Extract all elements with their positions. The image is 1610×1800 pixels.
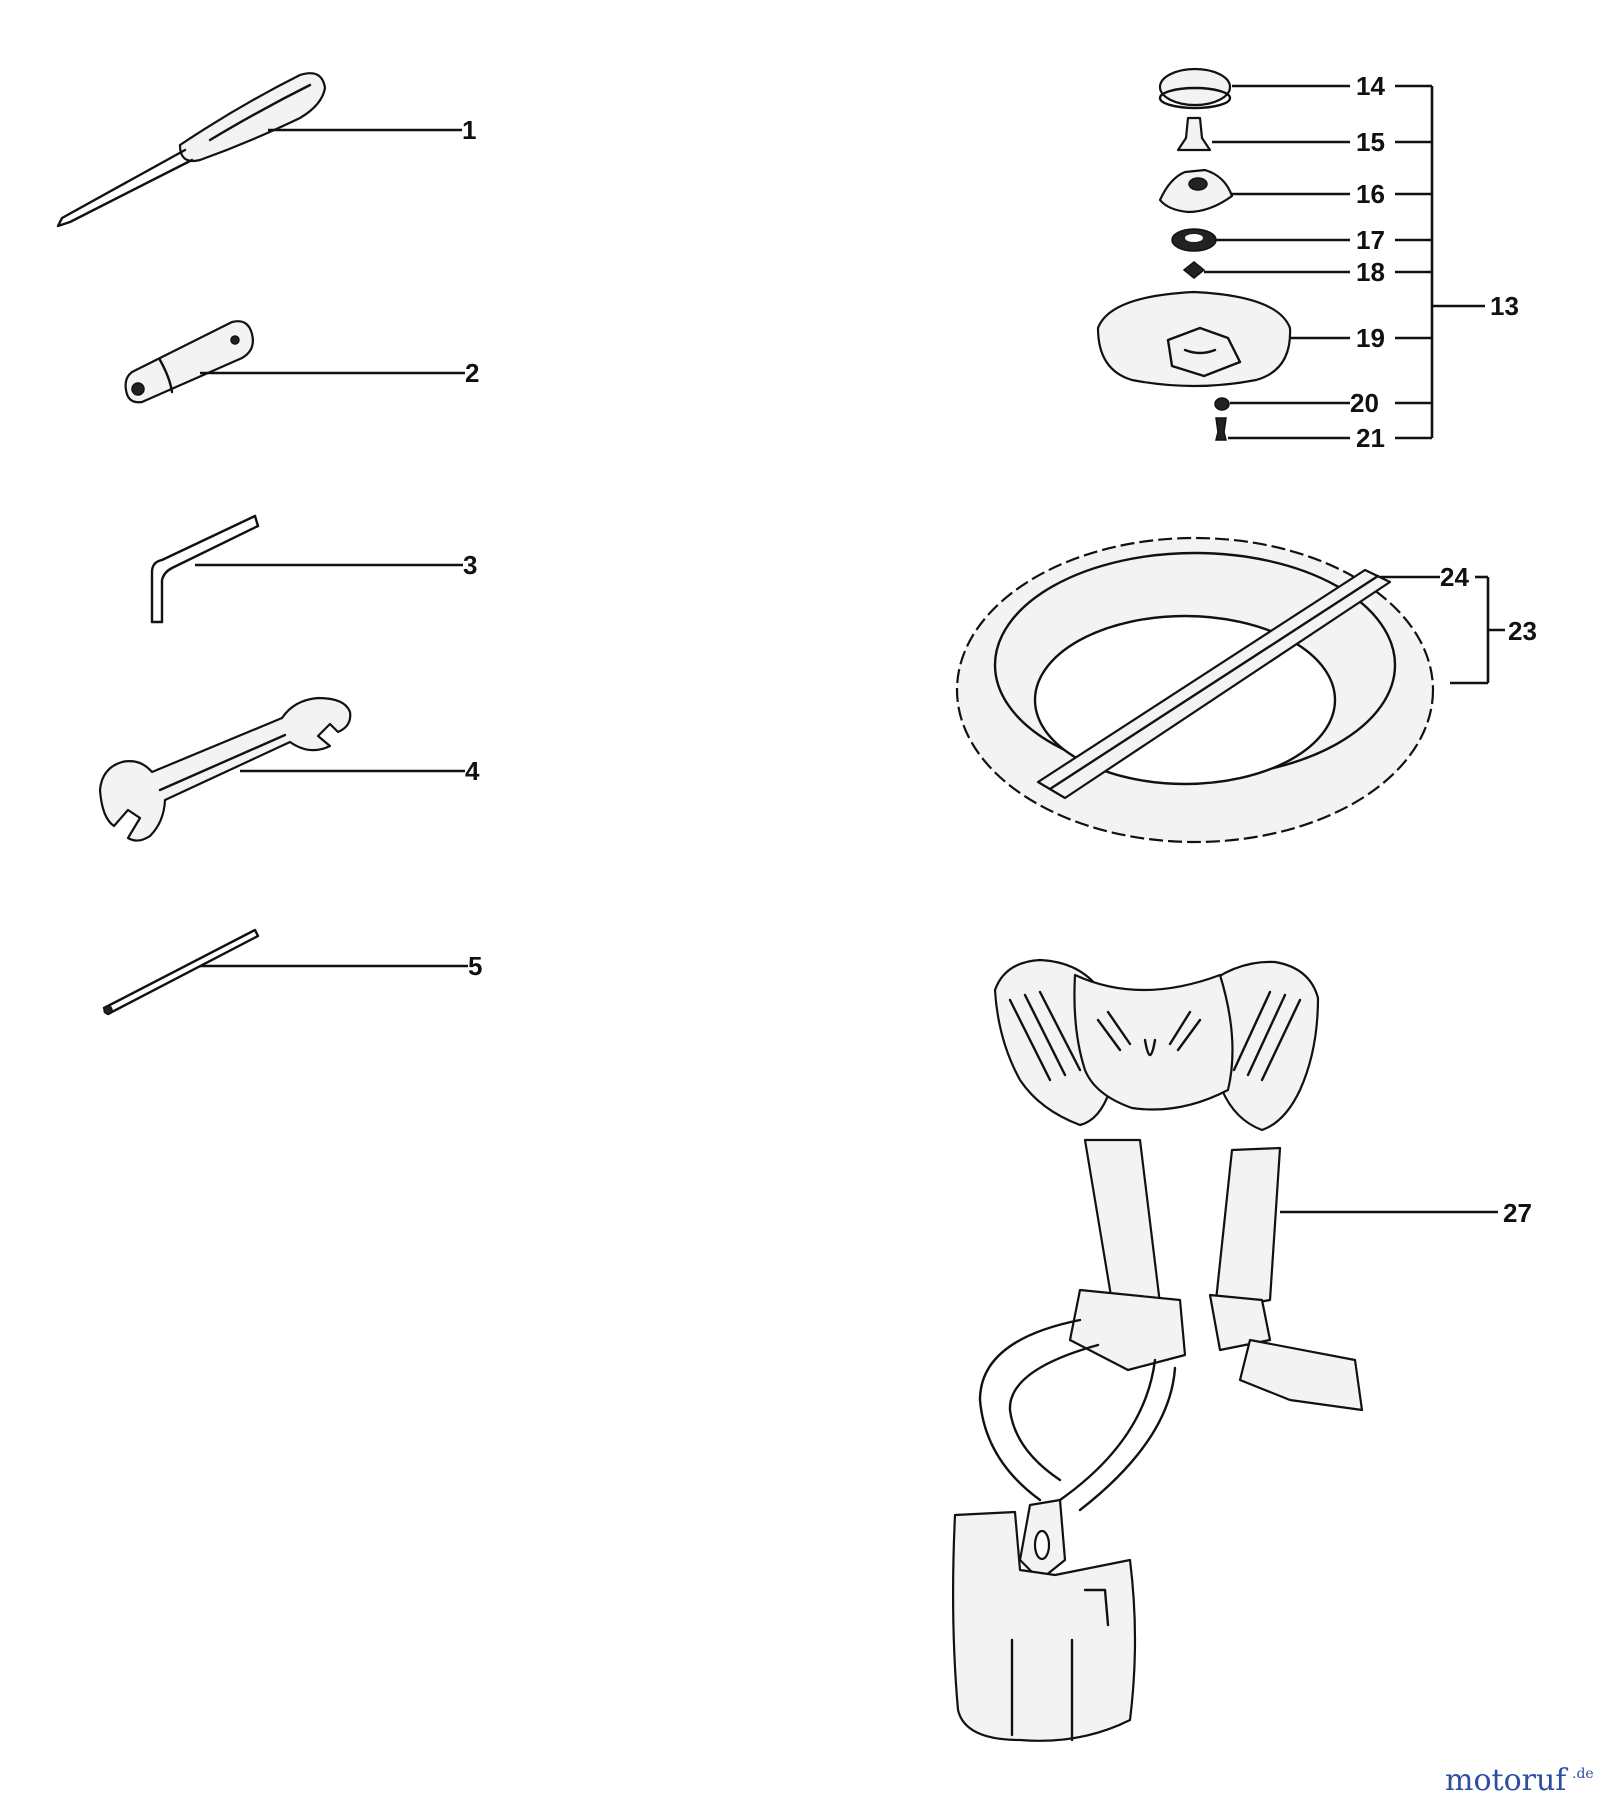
rod-part-5	[102, 928, 260, 1016]
label-3: 3	[463, 550, 477, 580]
label-1: 1	[462, 115, 476, 145]
label-17: 17	[1356, 225, 1385, 255]
harness-part-27	[951, 958, 1364, 1742]
flange-part-16	[1158, 168, 1234, 214]
open-end-wrench-part-4	[98, 696, 352, 842]
label-4: 4	[465, 756, 480, 786]
label-27: 27	[1503, 1198, 1532, 1228]
label-16: 16	[1356, 179, 1385, 209]
watermark-brand: motoruf	[1445, 1763, 1568, 1798]
spacer-part-18	[1182, 261, 1206, 279]
label-15: 15	[1356, 127, 1385, 157]
label-14: 14	[1356, 71, 1385, 101]
label-5: 5	[468, 951, 482, 981]
label-24: 24	[1440, 562, 1469, 592]
label-21: 21	[1356, 423, 1385, 453]
motoruf-watermark: motoruf .de	[1445, 1763, 1594, 1798]
blade-disc-part-19	[1096, 290, 1292, 388]
label-18: 18	[1356, 257, 1385, 287]
nut-part-20	[1214, 397, 1230, 411]
watermark-suffix: .de	[1572, 1766, 1594, 1782]
bracket-23	[1450, 575, 1505, 685]
screw-part-21	[1215, 417, 1227, 441]
hex-key-part-3	[150, 514, 260, 624]
bolt-part-15	[1176, 116, 1212, 152]
label-19: 19	[1356, 323, 1385, 353]
screwdriver-part-1	[56, 72, 327, 228]
washer-part-17	[1171, 228, 1217, 252]
socket-wrench-part-2	[124, 320, 254, 404]
label-20: 20	[1350, 388, 1379, 418]
label-13: 13	[1490, 291, 1519, 321]
label-2: 2	[465, 358, 479, 388]
label-23: 23	[1508, 616, 1537, 646]
bracket-13	[1395, 84, 1485, 440]
guard-strap-part-24	[1036, 568, 1392, 800]
hub-cap-part-14	[1158, 67, 1232, 110]
